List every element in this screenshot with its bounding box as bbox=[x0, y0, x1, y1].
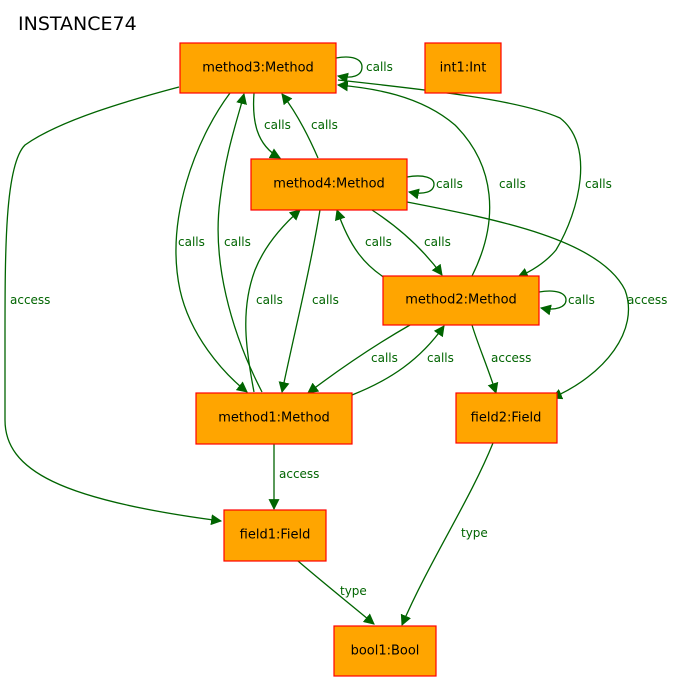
edge-method2-method3: calls bbox=[336, 80, 526, 277]
node-label: bool1:Bool bbox=[351, 644, 420, 659]
edge-method4-self: calls bbox=[406, 175, 463, 200]
diagram-title: INSTANCE74 bbox=[18, 13, 137, 35]
node-label: int1:Int bbox=[440, 61, 487, 76]
edge-label: calls bbox=[365, 235, 392, 249]
edge-method1-method2: calls bbox=[351, 325, 454, 396]
node-bool1[interactable]: bool1:Bool bbox=[333, 625, 437, 677]
edge-label: calls bbox=[424, 235, 451, 249]
edge-label: access bbox=[627, 293, 667, 307]
edge-method2-method4: calls bbox=[335, 208, 392, 279]
node-label: field1:Field bbox=[240, 528, 311, 543]
edge-label: access bbox=[10, 293, 50, 307]
edge-method1-field1: access bbox=[268, 444, 319, 511]
edge-method4-field2: access bbox=[406, 201, 667, 400]
edge-method3-method4: calls bbox=[252, 92, 291, 159]
edge-label: calls bbox=[256, 293, 283, 307]
node-method4[interactable]: method4:Method bbox=[250, 158, 408, 211]
edge-method4-method2: calls bbox=[371, 209, 451, 276]
edge-field2-bool1: type bbox=[400, 442, 494, 627]
edge-label: type bbox=[340, 584, 367, 598]
node-method2[interactable]: method2:Method bbox=[382, 275, 540, 326]
node-field1[interactable]: field1:Field bbox=[223, 509, 327, 562]
node-label: field2:Field bbox=[471, 411, 542, 426]
edge-method2-self: calls bbox=[538, 290, 595, 316]
node-label: method3:Method bbox=[202, 61, 314, 76]
edge-method4-method3: calls bbox=[281, 93, 338, 159]
edge-label: calls bbox=[311, 118, 338, 132]
edge-method2-method1: calls bbox=[307, 324, 411, 394]
edge-method2-field2: access bbox=[471, 324, 531, 395]
edge-method3-method1: calls bbox=[175, 92, 248, 393]
edge-field1-bool1: type bbox=[297, 560, 375, 625]
edge-label: calls bbox=[178, 235, 205, 249]
edge-method3-self: calls bbox=[335, 56, 393, 84]
edge-label: calls bbox=[371, 351, 398, 365]
edge-method3-field1: access bbox=[4, 86, 223, 526]
edge-label: calls bbox=[427, 351, 454, 365]
edge-label: calls bbox=[499, 177, 526, 191]
node-method3[interactable]: method3:Method bbox=[179, 42, 337, 94]
edge-label: type bbox=[461, 526, 488, 540]
node-label: method2:Method bbox=[405, 293, 517, 308]
node-label: method4:Method bbox=[273, 177, 385, 192]
edge-label: calls bbox=[264, 118, 291, 132]
edge-label: access bbox=[279, 467, 319, 481]
edge-method4-method1: calls bbox=[278, 209, 339, 394]
node-method1[interactable]: method1:Method bbox=[195, 392, 353, 445]
edge-label: calls bbox=[224, 235, 251, 249]
edge-label: calls bbox=[568, 293, 595, 307]
edge-label: calls bbox=[585, 177, 612, 191]
node-int1[interactable]: int1:Int bbox=[424, 42, 502, 94]
edge-label: calls bbox=[312, 293, 339, 307]
edge-label: calls bbox=[436, 177, 463, 191]
node-label: method1:Method bbox=[218, 411, 330, 426]
edge-method1-method3: calls bbox=[217, 92, 263, 393]
edge-label: calls bbox=[366, 60, 393, 74]
edge-label: access bbox=[491, 351, 531, 365]
edge-method1-method4: calls bbox=[245, 209, 301, 393]
node-field2[interactable]: field2:Field bbox=[455, 392, 558, 444]
